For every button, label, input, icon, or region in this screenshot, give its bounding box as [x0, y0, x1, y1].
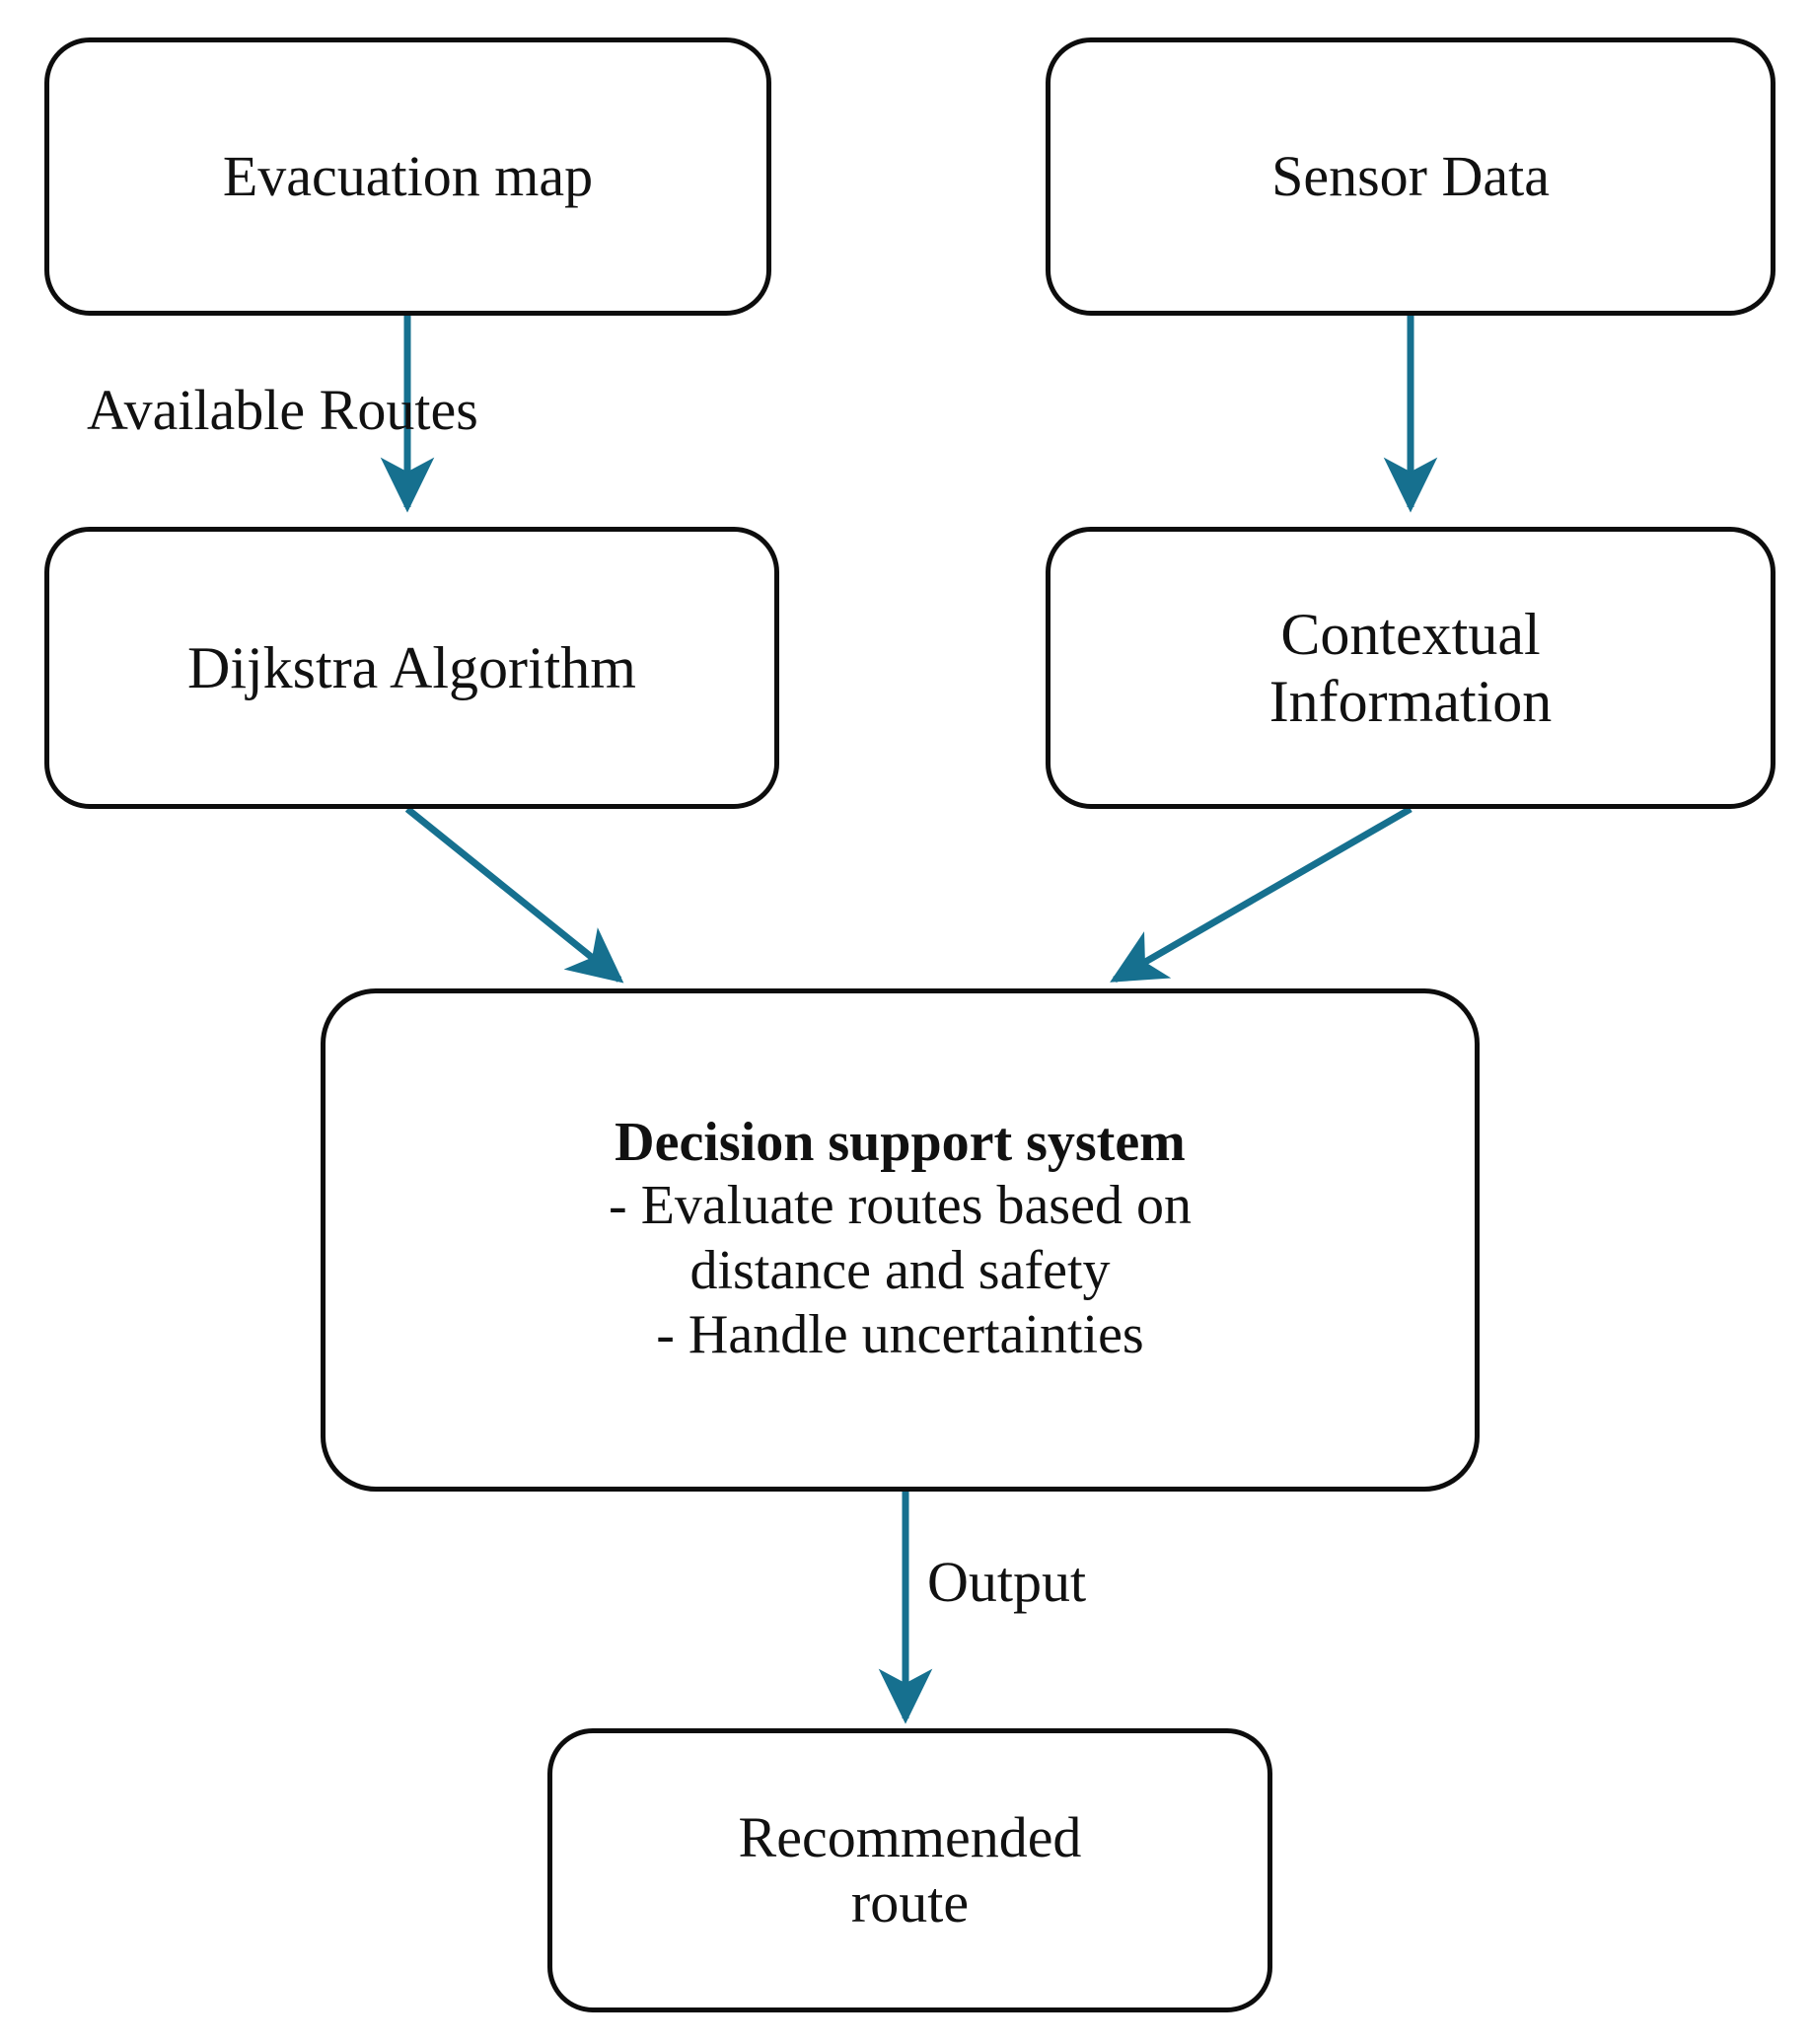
node-evacuation-map[interactable]: Evacuation map [44, 37, 771, 316]
edge-label-output: Output [927, 1550, 1087, 1614]
node-recommended-route[interactable]: Recommended route [547, 1728, 1272, 2012]
edge-label-available-routes: Available Routes [87, 378, 478, 442]
node-recommended-route-label: Recommended route [738, 1804, 1082, 1934]
node-decision-support-system[interactable]: Decision support system - Evaluate route… [321, 988, 1480, 1492]
node-sensor-data[interactable]: Sensor Data [1046, 37, 1775, 316]
decision-support-system-bullet-2: - Handle uncertainties [656, 1304, 1144, 1366]
arrow-contextual-to-decision [1110, 805, 1413, 984]
decision-support-system-bullet-1: - Evaluate routes based on distance and … [609, 1175, 1192, 1301]
node-sensor-data-label: Sensor Data [1271, 143, 1550, 208]
node-contextual-information-label: Contextual Information [1268, 601, 1553, 734]
arrow-dijkstra-to-decision [404, 806, 624, 984]
node-dijkstra-algorithm[interactable]: Dijkstra Algorithm [44, 527, 779, 809]
decision-support-system-title: Decision support system [615, 1112, 1186, 1174]
node-contextual-information[interactable]: Contextual Information [1046, 527, 1775, 809]
node-evacuation-map-label: Evacuation map [222, 143, 594, 208]
node-dijkstra-algorithm-label: Dijkstra Algorithm [187, 634, 636, 700]
decision-support-system-content: Decision support system - Evaluate route… [326, 1112, 1475, 1367]
